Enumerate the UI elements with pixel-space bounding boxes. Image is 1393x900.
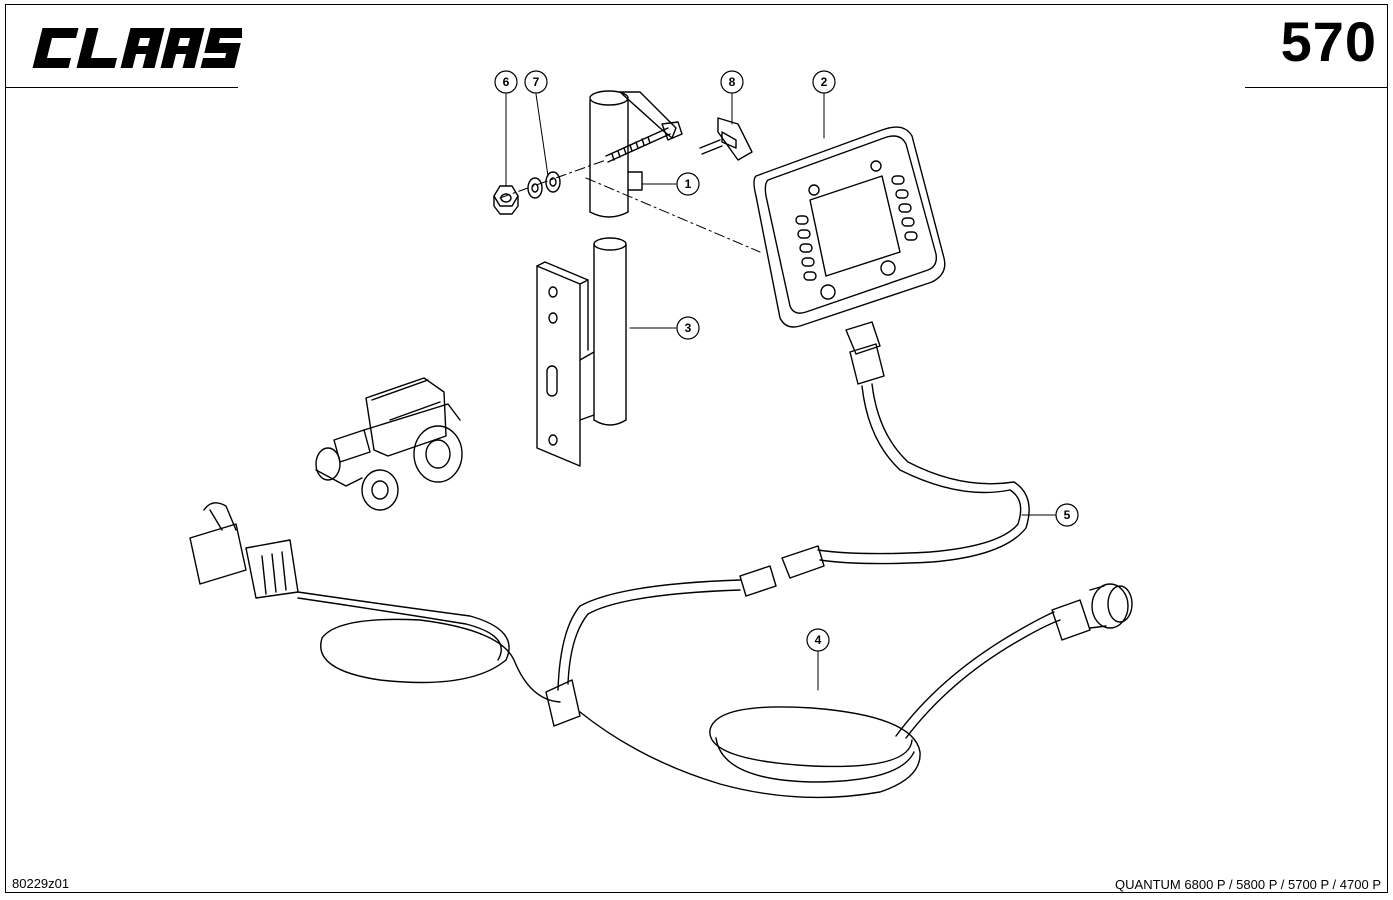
callout-4: 4 xyxy=(815,633,822,647)
claas-logo xyxy=(32,28,242,68)
drawing-id: 80229z01 xyxy=(12,876,70,891)
callout-circle-5 xyxy=(1055,503,1079,527)
callout-circle-8 xyxy=(720,70,744,94)
callout-3: 3 xyxy=(685,321,692,335)
callout-1: 1 xyxy=(685,177,692,191)
wing-screw xyxy=(699,117,753,161)
holder-clamp xyxy=(589,90,683,218)
washers xyxy=(527,171,561,199)
callout-5: 5 xyxy=(1064,508,1071,522)
callout-circle-6 xyxy=(494,70,518,94)
model-designation: QUANTUM 6800 P / 5800 P / 5700 P / 4700 … xyxy=(1115,877,1381,892)
mounting-bracket xyxy=(536,237,627,467)
callout-circle-2 xyxy=(812,70,836,94)
terminal-cable xyxy=(781,383,1030,579)
alignment-line-terminal xyxy=(585,177,761,253)
callout-leaders xyxy=(505,92,1057,691)
page-number: 570 xyxy=(1280,10,1377,73)
callout-circle-4 xyxy=(806,628,830,652)
callout-2: 2 xyxy=(821,75,828,89)
callout-circle-3 xyxy=(676,316,700,340)
page-number-rule xyxy=(1245,87,1387,88)
alignment-line-bolt xyxy=(499,159,607,199)
terminal xyxy=(753,126,946,385)
hex-nut xyxy=(493,185,519,215)
power-harness xyxy=(189,502,1133,799)
callout-8: 8 xyxy=(729,75,736,89)
callout-circle-7 xyxy=(524,70,548,94)
callout-circle-1 xyxy=(676,172,700,196)
callout-circles xyxy=(494,70,1079,652)
callout-7: 7 xyxy=(533,75,540,89)
page-border xyxy=(5,4,1388,893)
logo-rule xyxy=(6,87,238,88)
callout-6: 6 xyxy=(503,75,510,89)
tractor-illustration xyxy=(315,377,463,511)
